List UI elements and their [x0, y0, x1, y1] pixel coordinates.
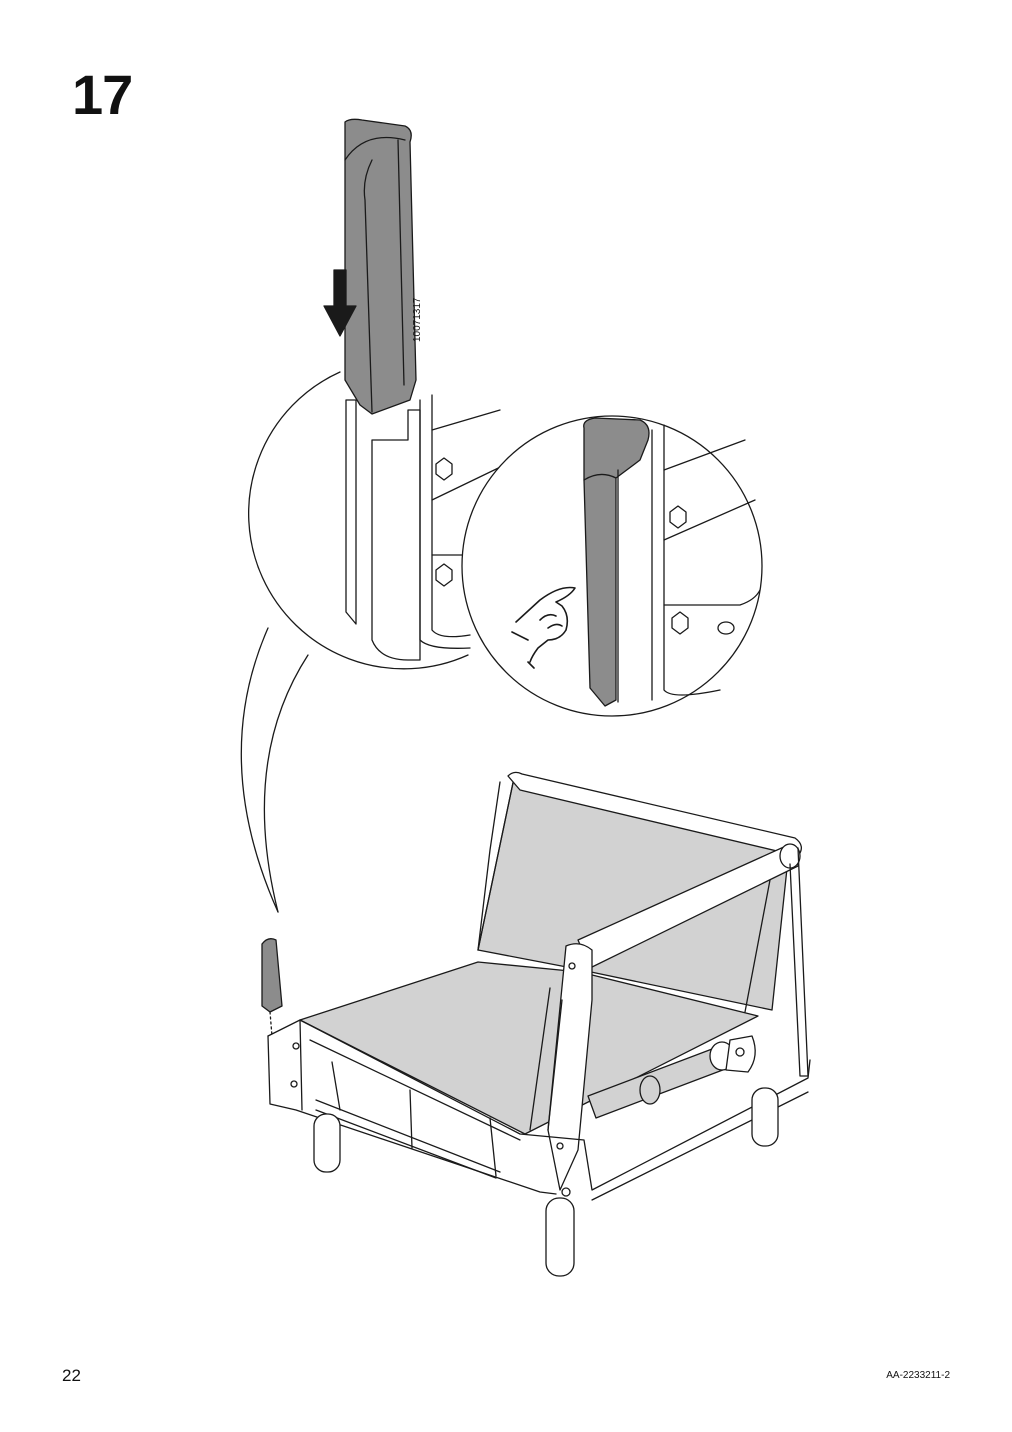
down-arrow-icon: [323, 269, 357, 337]
document-code: AA-2233211-2: [886, 1370, 950, 1381]
page-number: 22: [62, 1366, 81, 1385]
zoom-detail-right: [461, 415, 763, 717]
cover-part: [344, 118, 417, 415]
part-code-label: 10071317: [412, 297, 423, 343]
press-hand-icon: [511, 586, 576, 669]
zoom-detail-left: [240, 371, 521, 913]
chair-frame: [261, 771, 811, 1277]
step-number: 17: [72, 63, 133, 126]
